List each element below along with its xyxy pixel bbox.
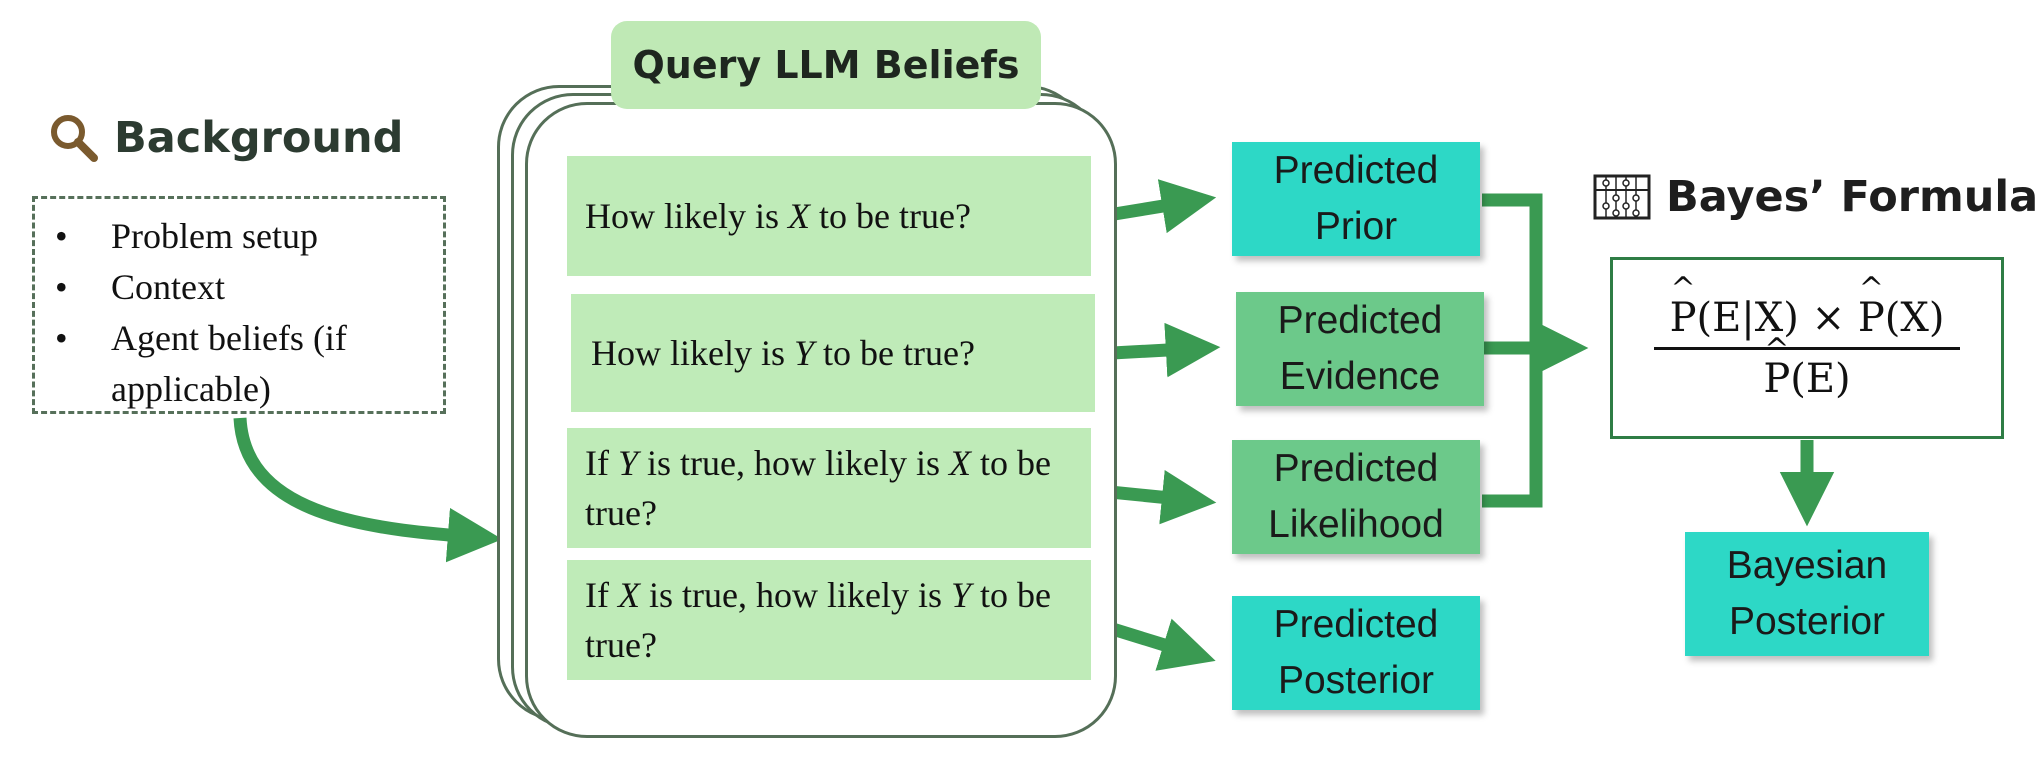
abacus-icon bbox=[1593, 174, 1651, 220]
bayes-formula-box: P(E|X) × P(X) P(E) bbox=[1610, 257, 2004, 439]
background-title: Background bbox=[48, 112, 403, 164]
background-item: •Problem setup bbox=[55, 216, 318, 256]
background-item: •Context bbox=[55, 267, 225, 307]
arrow-background-to-query bbox=[233, 417, 503, 563]
predicted-evidence-box: Predicted Evidence bbox=[1236, 292, 1484, 406]
formula-denominator: P(E) bbox=[1763, 350, 1850, 402]
formula-fraction-bar bbox=[1654, 346, 1960, 350]
bayesian-posterior-box: Bayesian Posterior bbox=[1685, 532, 1929, 656]
question-2: How likely is Y to be true? bbox=[571, 294, 1095, 412]
formula-numerator: P(E|X) × P(X) bbox=[1660, 295, 1955, 347]
bayes-title: Bayes’ Formula bbox=[1592, 172, 2038, 222]
predicted-likelihood-box: Predicted Likelihood bbox=[1232, 440, 1480, 554]
predicted-prior-box: Predicted Prior bbox=[1232, 142, 1480, 256]
question-1: How likely is X to be true? bbox=[567, 156, 1091, 276]
background-item: •Agent beliefs (if applicable) bbox=[55, 318, 347, 409]
magnifying-glass-icon bbox=[51, 115, 98, 162]
question-4: If X is true, how likely is Y to be true… bbox=[567, 560, 1091, 680]
predicted-posterior-box: Predicted Posterior bbox=[1232, 596, 1480, 710]
background-box: •Problem setup •Context •Agent beliefs (… bbox=[32, 196, 446, 414]
query-title: Query LLM Beliefs bbox=[611, 21, 1041, 109]
bayes-title-text: Bayes’ Formula bbox=[1666, 172, 2039, 222]
background-title-text: Background bbox=[114, 113, 404, 163]
question-3: If Y is true, how likely is X to be true… bbox=[567, 428, 1091, 548]
